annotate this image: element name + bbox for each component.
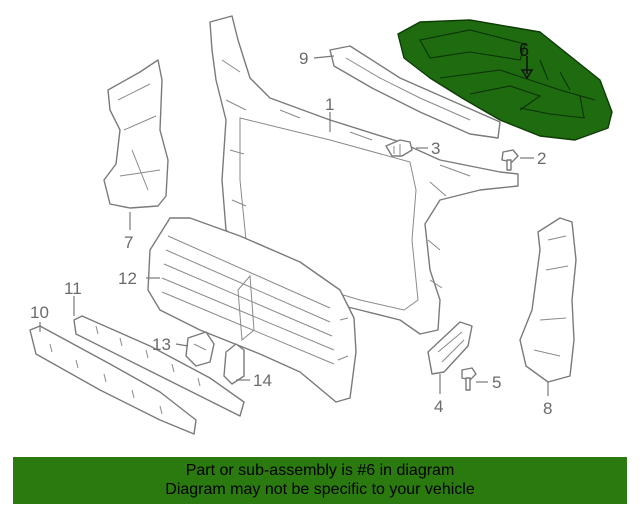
part-3-clip[interactable] xyxy=(385,139,413,157)
part-14-bracket[interactable] xyxy=(223,343,245,385)
info-banner: Part or sub-assembly is #6 in diagram Di… xyxy=(13,457,627,504)
part-5-bolt[interactable] xyxy=(461,367,477,391)
part-13-bracket[interactable] xyxy=(185,331,215,367)
callout-7: 7 xyxy=(124,233,133,252)
part-8-right-bracket[interactable] xyxy=(519,217,577,383)
part-11-strip[interactable] xyxy=(73,315,245,417)
banner-line-2: Diagram may not be specific to your vehi… xyxy=(165,481,475,498)
callout-2: 2 xyxy=(537,149,546,168)
part-7-left-bracket[interactable] xyxy=(103,59,169,209)
part-9-bracket[interactable] xyxy=(329,45,501,139)
callout-6: 6 xyxy=(519,40,529,60)
callout-10: 10 xyxy=(30,303,49,322)
part-12-shutter[interactable] xyxy=(147,217,357,403)
callout-5: 5 xyxy=(492,373,501,392)
callout-1: 1 xyxy=(325,95,334,114)
callout-3: 3 xyxy=(431,139,440,158)
callout-11: 11 xyxy=(64,279,82,298)
leader-13 xyxy=(175,343,189,347)
callout-8: 8 xyxy=(543,399,552,418)
part-2-bolt[interactable] xyxy=(501,149,519,171)
callout-14: 14 xyxy=(253,371,272,390)
part-10-lower-bar[interactable] xyxy=(29,325,197,435)
banner-line-1: Part or sub-assembly is #6 in diagram xyxy=(185,462,455,479)
callout-4: 4 xyxy=(434,397,443,416)
callout-13: 13 xyxy=(152,335,171,354)
part-6-air-deflector[interactable] xyxy=(397,19,613,141)
callout-12: 12 xyxy=(118,269,137,288)
leader-9 xyxy=(313,55,335,59)
parts-diagram: 6 1 9 3 2 7 8 12 11 10 13 14 4 5 xyxy=(29,15,613,435)
leader-lines xyxy=(39,55,549,396)
part-4-bracket[interactable] xyxy=(427,321,473,375)
callout-labels: 6 1 9 3 2 7 8 12 11 10 13 14 4 5 xyxy=(30,40,552,418)
callout-9: 9 xyxy=(299,49,308,68)
